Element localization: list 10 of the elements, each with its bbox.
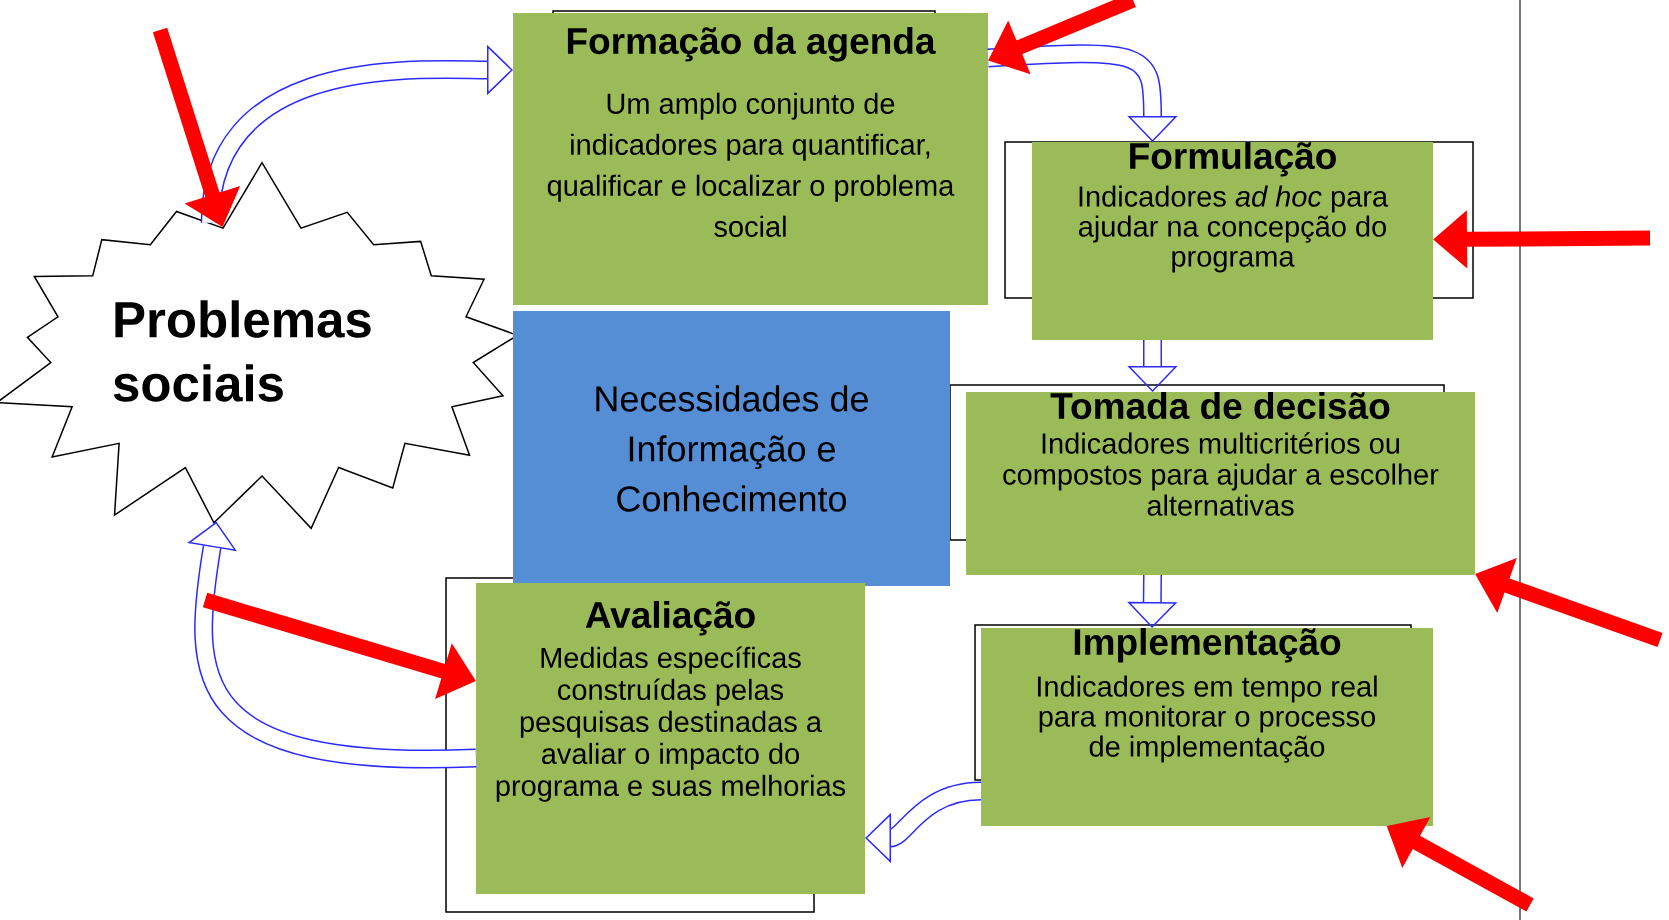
block-arrow — [987, 44, 1178, 142]
process-box: Avaliação Medidas específicas construídas pelas pesquisas destinadas a avaliar o impacto do programa e suas melhorias — [476, 583, 865, 894]
process-box: Formação da agenda Um amplo conjunto de indicadores para quantificar, qualificar e localizar o problema social — [513, 13, 988, 305]
process-box: Formulação Indicadores ad hoc para ajudar na concepção do programa — [1032, 142, 1433, 340]
block-arrow — [187, 521, 477, 769]
process-box: Implementação Indicadores em tempo real para monitorar o processo de implementação — [981, 628, 1433, 826]
info-box: Necessidades de Informação e Conhecimento — [513, 311, 950, 586]
block-arrow — [200, 44, 513, 224]
block-arrow — [865, 781, 982, 864]
process-box: Tomada de decisão Indicadores multicritérios ou compostos para ajudar a escolher alternativas — [966, 392, 1475, 575]
